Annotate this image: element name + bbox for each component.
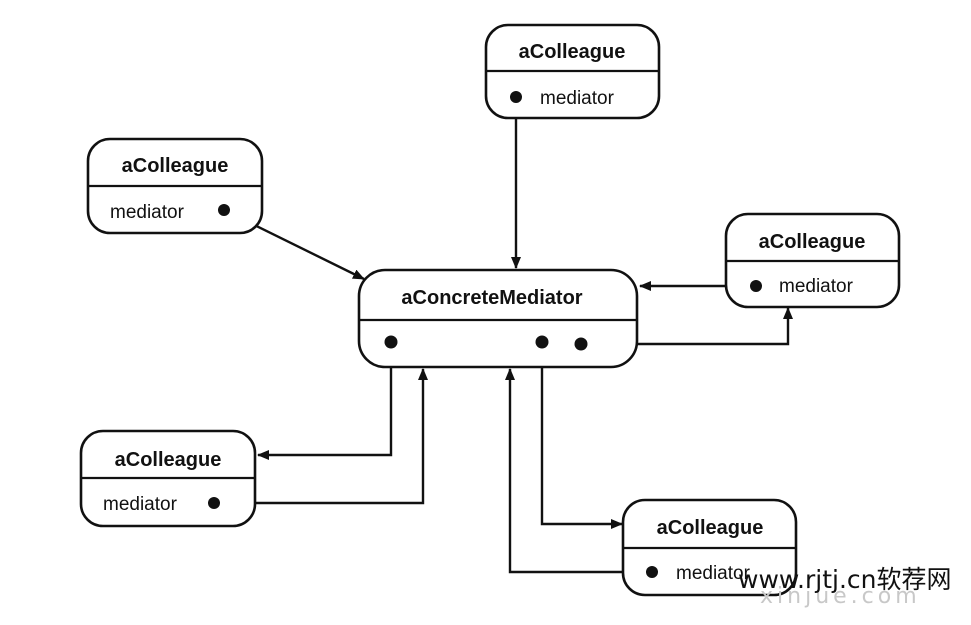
colleague-field: mediator <box>676 563 751 584</box>
watermark-shadow: xinjue.com <box>760 584 921 609</box>
colleague-top: aColleague mediator <box>484 23 661 120</box>
connector-mediator-to-bottom-right <box>540 342 623 529</box>
pointer-dot <box>218 204 230 216</box>
pointer-dot <box>535 335 549 349</box>
colleague-title: aColleague <box>122 155 229 177</box>
connector-bottom-right-to-mediator <box>505 368 652 574</box>
colleague-right: aColleague mediator <box>724 212 901 309</box>
colleague-field: mediator <box>110 202 185 223</box>
connector-left-lower-to-mediator <box>214 368 428 505</box>
colleague-bottom-right: aColleague mediator <box>621 498 798 597</box>
pointer-dot <box>208 497 220 509</box>
colleague-left-lower: aColleague mediator <box>79 429 257 528</box>
watermark: www.rjtj.cn软荐网 <box>738 565 952 594</box>
colleague-field: mediator <box>779 276 854 297</box>
colleague-title: aColleague <box>759 231 866 253</box>
concrete-mediator: aConcreteMediator <box>357 268 639 369</box>
pointer-dot <box>574 337 588 351</box>
pointer-dot <box>750 280 762 292</box>
colleague-title: aColleague <box>115 449 222 471</box>
mediator-title: aConcreteMediator <box>401 287 582 309</box>
pointer-dot <box>384 335 398 349</box>
colleague-field: mediator <box>103 494 178 515</box>
colleague-title: aColleague <box>657 517 764 539</box>
colleague-field: mediator <box>540 88 615 109</box>
connector-mediator-to-right <box>581 307 793 346</box>
connector-mediator-to-left-lower <box>257 342 393 460</box>
pointer-dot <box>510 91 522 103</box>
colleague-left-upper: aColleague mediator <box>86 137 264 235</box>
pointer-dot <box>646 566 658 578</box>
colleague-title: aColleague <box>519 41 626 63</box>
